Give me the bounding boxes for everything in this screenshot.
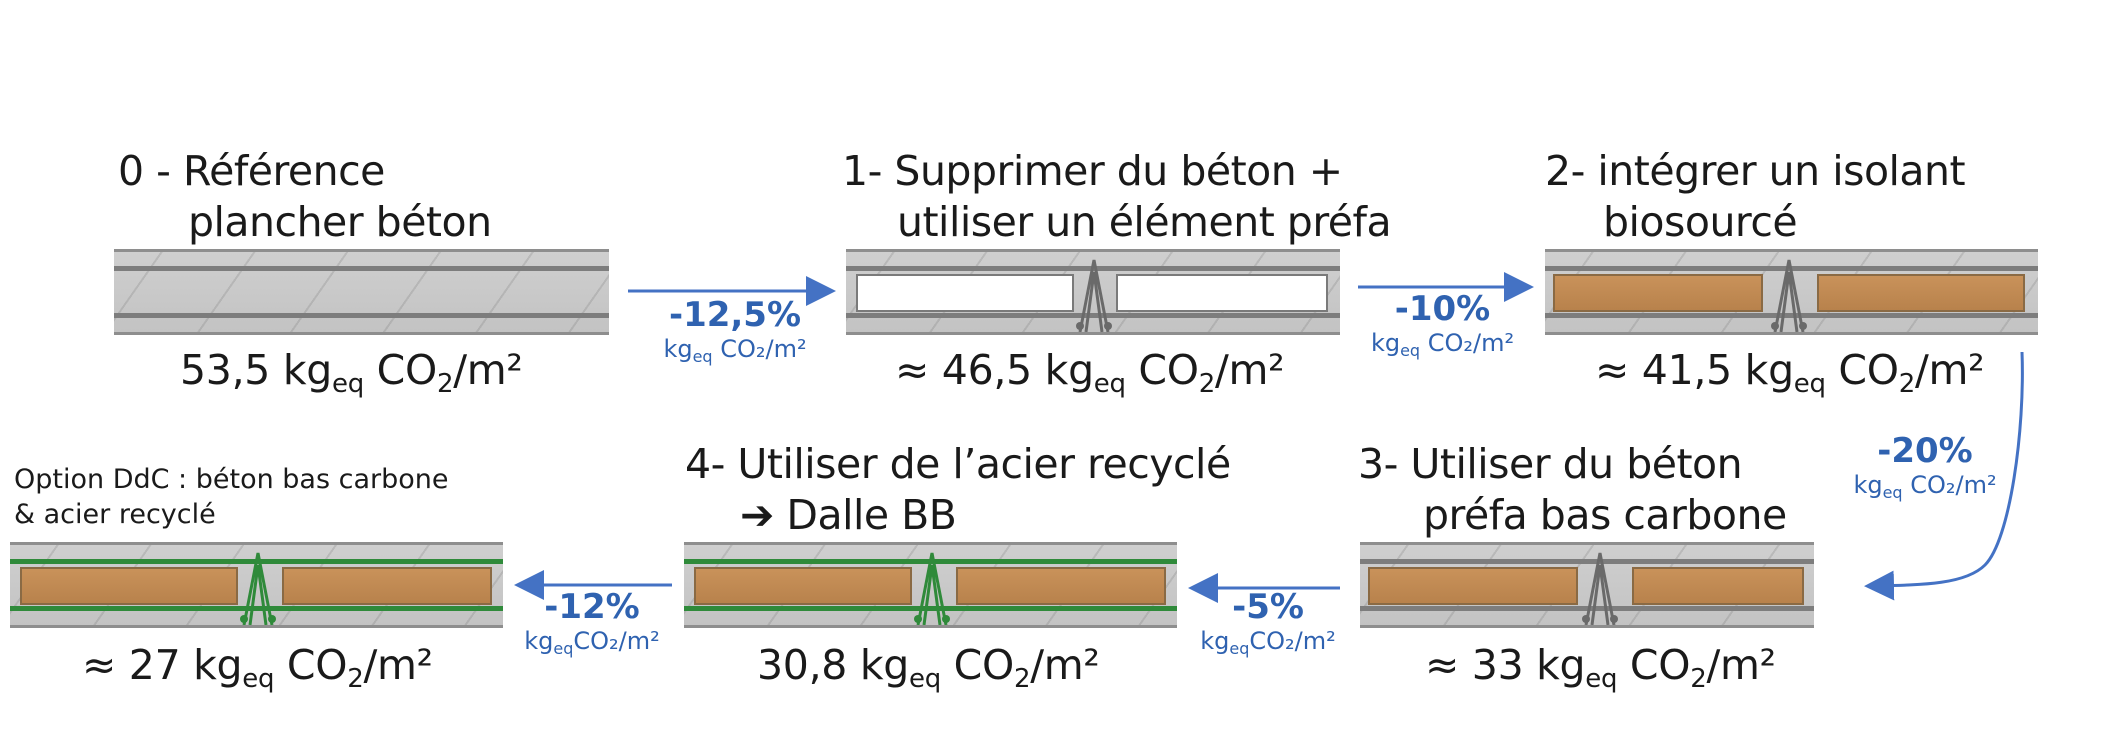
- delta-4-unit: kgeqCO₂/m²: [524, 627, 660, 658]
- option-value: ≈ 27 kgeq CO2/m²: [82, 641, 433, 694]
- delta-0-unit: kgeq CO₂/m²: [663, 335, 807, 366]
- step-2-title-line2: biosourcé: [1603, 198, 1798, 246]
- delta-3-pct: -5%: [1232, 587, 1304, 627]
- step-3-title-line1: 3- Utiliser du béton: [1358, 440, 1743, 488]
- insulation-block-right: [1817, 274, 2025, 312]
- delta-0: -12,5% kgeq CO₂/m²: [640, 295, 830, 366]
- truss-icon: [914, 552, 950, 625]
- insulation-block-right: [282, 567, 492, 605]
- arrow-2-to-3: [1864, 351, 2024, 601]
- slab-4-recycled-steel: [684, 542, 1177, 628]
- insulation-block-left: [20, 567, 238, 605]
- truss-icon: [240, 552, 276, 625]
- option-title: Option DdC : béton bas carbone & acier r…: [14, 462, 449, 532]
- delta-3-unit: kgeqCO₂/m²: [1200, 627, 1336, 658]
- step-3-title-line2: préfa bas carbone: [1423, 491, 1787, 539]
- step-4-title: 4- Utiliser de l’acier recyclé ➔ Dalle B…: [685, 439, 1231, 541]
- truss-icon: [1771, 259, 1807, 332]
- step-2-value: ≈ 41,5 kgeq CO2/m²: [1595, 346, 1985, 399]
- delta-4: -12% kgeqCO₂/m²: [512, 587, 672, 658]
- insulation-block-right: [956, 567, 1166, 605]
- option-title-line1: Option DdC : béton bas carbone: [14, 464, 449, 495]
- step-1-value: ≈ 46,5 kgeq CO2/m²: [895, 346, 1285, 399]
- step-0-title: 0 - Référence plancher béton: [118, 146, 492, 248]
- step-2-title: 2- intégrer un isolant biosourcé: [1545, 146, 1966, 248]
- step-1-title-line1: 1- Supprimer du béton +: [842, 147, 1343, 195]
- step-0-title-line2: plancher béton: [188, 198, 492, 246]
- slab-option-ddc: [10, 542, 503, 628]
- delta-2: -20% kgeq CO₂/m²: [1835, 431, 2015, 502]
- slab-2-biosourced: [1545, 249, 2038, 335]
- step-4-title-line1: 4- Utiliser de l’acier recyclé: [685, 440, 1231, 488]
- delta-1: -10% kgeq CO₂/m²: [1355, 289, 1530, 360]
- hollow-void-right: [1116, 274, 1328, 312]
- truss-icon: [1582, 552, 1618, 625]
- delta-1-pct: -10%: [1394, 289, 1491, 329]
- slab-1-precast-hollow: [846, 249, 1340, 335]
- insulation-block-left: [1368, 567, 1578, 605]
- step-3-value: ≈ 33 kgeq CO2/m²: [1425, 641, 1776, 694]
- delta-2-unit: kgeq CO₂/m²: [1853, 471, 1997, 502]
- delta-4-pct: -12%: [544, 587, 640, 627]
- insulation-block-left: [1553, 274, 1763, 312]
- delta-2-pct: -20%: [1877, 431, 1973, 471]
- slab-3-low-carbon-precast: [1360, 542, 1814, 628]
- delta-1-unit: kgeq CO₂/m²: [1370, 329, 1515, 360]
- step-1-title-line2: utiliser un élément préfa: [897, 198, 1392, 246]
- step-1-title: 1- Supprimer du béton + utiliser un élém…: [842, 146, 1392, 248]
- step-2-title-line1: 2- intégrer un isolant: [1545, 147, 1966, 195]
- insulation-block-right: [1632, 567, 1804, 605]
- step-4-value: 30,8 kgeq CO2/m²: [757, 641, 1100, 694]
- step-0-value: 53,5 kgeq CO2/m²: [180, 346, 523, 399]
- hollow-void-left: [856, 274, 1074, 312]
- insulation-block-left: [694, 567, 912, 605]
- step-3-title: 3- Utiliser du béton préfa bas carbone: [1358, 439, 1787, 541]
- delta-3: -5% kgeqCO₂/m²: [1188, 587, 1348, 658]
- step-0-title-line1: 0 - Référence: [118, 147, 385, 195]
- step-4-title-line2: ➔ Dalle BB: [740, 491, 957, 539]
- option-title-line2: & acier recyclé: [14, 499, 216, 530]
- delta-0-pct: -12,5%: [668, 295, 802, 335]
- truss-icon: [1076, 259, 1112, 332]
- slab-0-reference: [114, 249, 609, 335]
